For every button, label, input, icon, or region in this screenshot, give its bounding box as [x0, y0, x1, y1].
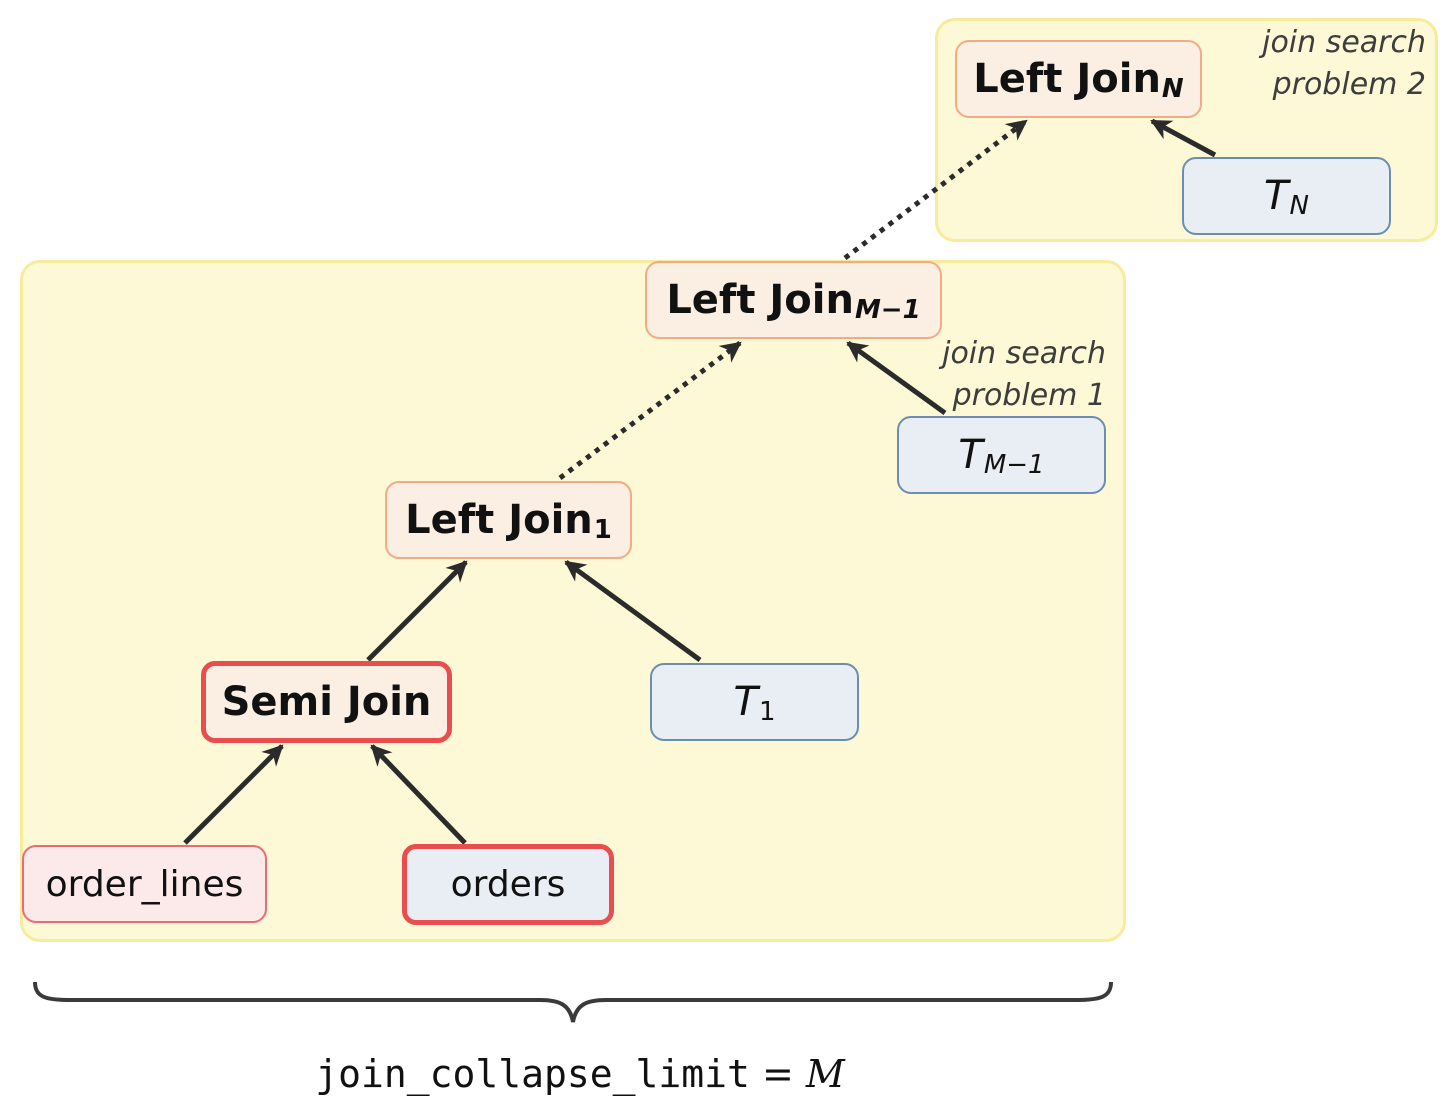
t-1-text: T	[733, 679, 758, 725]
left-join-1-text: Left Join	[405, 497, 593, 543]
semi-join-text: Semi Join	[221, 679, 432, 725]
edge-tm1-to-left-join-m1	[846, 340, 947, 416]
left-join-n-text: Left Join	[973, 56, 1161, 102]
caption: join_collapse_limit = M	[0, 1052, 1160, 1096]
t-n-subscript: N	[1289, 191, 1309, 221]
orders-text: orders	[450, 864, 566, 905]
edge-semi-join-to-left-join-1	[366, 560, 468, 662]
problem-2-label: join search problem 2	[1262, 25, 1426, 102]
edge-order-lines-to-semi-join	[183, 744, 284, 845]
edge-orders-to-semi-join	[370, 744, 467, 845]
problem-1-label: join search problem 1	[942, 336, 1106, 413]
orders-node: orders	[402, 844, 614, 925]
edge-t1-to-left-join-1	[564, 559, 702, 663]
semi-join-node: Semi Join	[201, 661, 452, 743]
caption-variable: M	[805, 1052, 845, 1096]
t-n-text: T	[1264, 173, 1289, 219]
order-lines-node: order_lines	[22, 845, 267, 923]
left-join-n-subscript: N	[1161, 74, 1184, 104]
left-join-m1-text: Left Join	[666, 277, 854, 323]
t-m1-subscript: M−1	[983, 450, 1045, 480]
caption-equals: =	[749, 1052, 806, 1096]
left-join-m1-subscript: M−1	[854, 295, 921, 325]
edge-tn-to-left-join-n	[1150, 118, 1217, 158]
join-search-problem-1-region	[20, 260, 1126, 942]
order-lines-text: order_lines	[45, 863, 244, 905]
left-join-1-subscript: 1	[593, 515, 612, 545]
curly-brace	[33, 981, 1113, 1023]
edge-left-join-m1-to-left-join-n	[843, 119, 1028, 260]
caption-code: join_collapse_limit	[315, 1052, 750, 1096]
t-m1-text: T	[958, 432, 983, 478]
edge-left-join-1-to-left-join-m1	[558, 341, 742, 480]
t-1-subscript: 1	[758, 697, 776, 727]
